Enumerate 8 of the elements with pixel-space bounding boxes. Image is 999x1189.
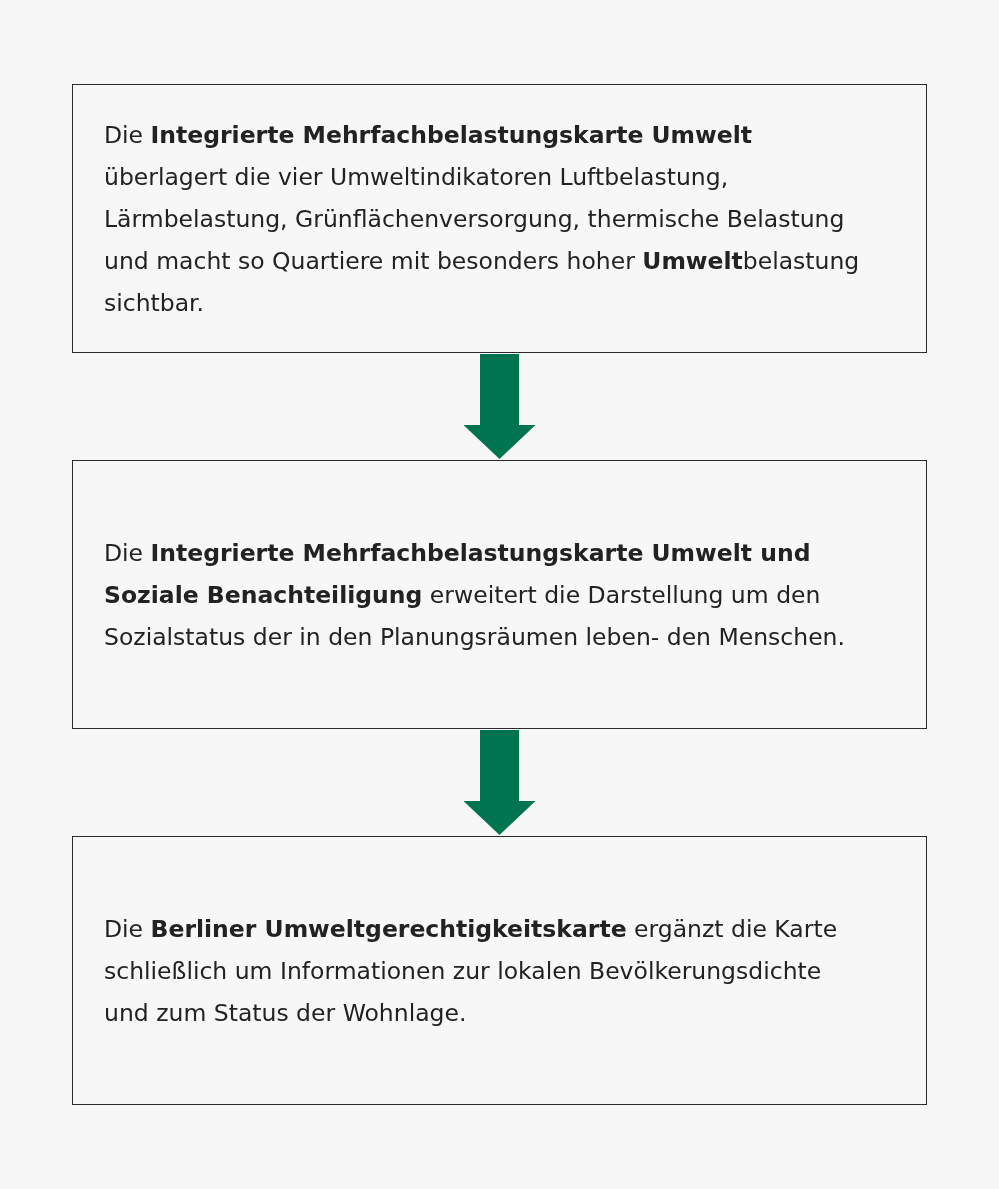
description-text: Die Integrierte Mehrfachbelastungskarte Umwelt und Soziale Benachteiligung erweitert die Darstellung um den Sozialstatus der in den Planungsräumen leben- den Menschen. <box>104 537 846 653</box>
text-box <box>72 460 927 729</box>
description-text: Die Berliner Umweltgerechtigkeitskarte ergänzt die Karte schließlich um Informationen zur lokalen Bevölkerungsdichte und zum Status der Wohnlage. <box>104 913 839 1029</box>
arrow <box>463 354 536 459</box>
arrow <box>463 730 536 835</box>
description-text: Die Integrierte Mehrfachbelastungskarte Umwelt überlagert die vier Umweltindikatoren Luftbelastung, Lärmbelastung, Grünflächenversorgung, thermische Belastung und macht so Quartiere mit besonders hoher Umweltbelastung sichtbar. <box>104 119 861 319</box>
text-box <box>72 836 927 1105</box>
text-box <box>72 84 927 353</box>
